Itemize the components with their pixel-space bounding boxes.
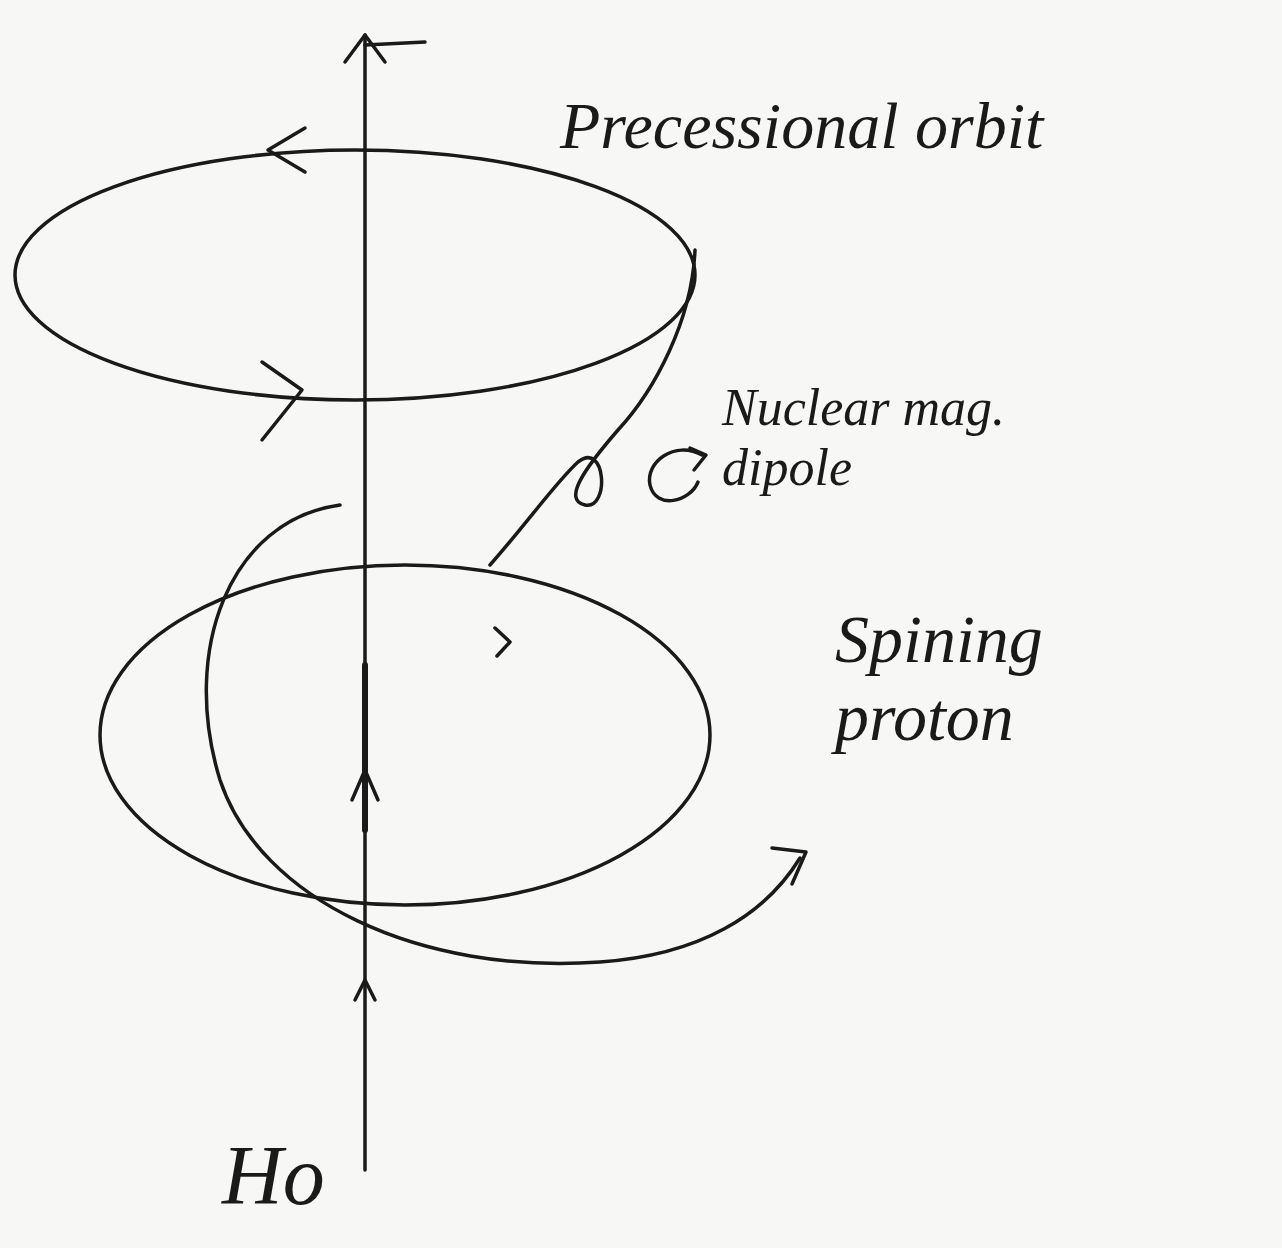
- proton-label: Spining proton: [835, 600, 1175, 756]
- field-axis: [363, 35, 367, 1170]
- spin-arrowhead: [772, 848, 806, 884]
- axis-arrowhead: [355, 980, 375, 1000]
- spin-mark: [495, 628, 510, 656]
- leader-curl: [649, 450, 702, 501]
- orbit-arrowhead: [268, 128, 305, 172]
- dipole-label: Nuclear mag. dipole: [722, 378, 1142, 498]
- precessional-orbit: [15, 150, 695, 400]
- dipole-vector: [362, 665, 368, 830]
- dipole-line: [490, 250, 695, 565]
- dipole-arrowhead: [352, 770, 378, 800]
- proton-sphere: [100, 565, 710, 905]
- field-label: Ho: [222, 1128, 352, 1225]
- axis-arrowhead: [345, 35, 385, 62]
- leader-arrowhead: [690, 448, 706, 470]
- orbit-arrowhead: [262, 362, 302, 440]
- axis-tick: [365, 42, 425, 45]
- orbit-label: Precessional orbit: [560, 88, 1260, 164]
- spin-arrow: [206, 505, 800, 963]
